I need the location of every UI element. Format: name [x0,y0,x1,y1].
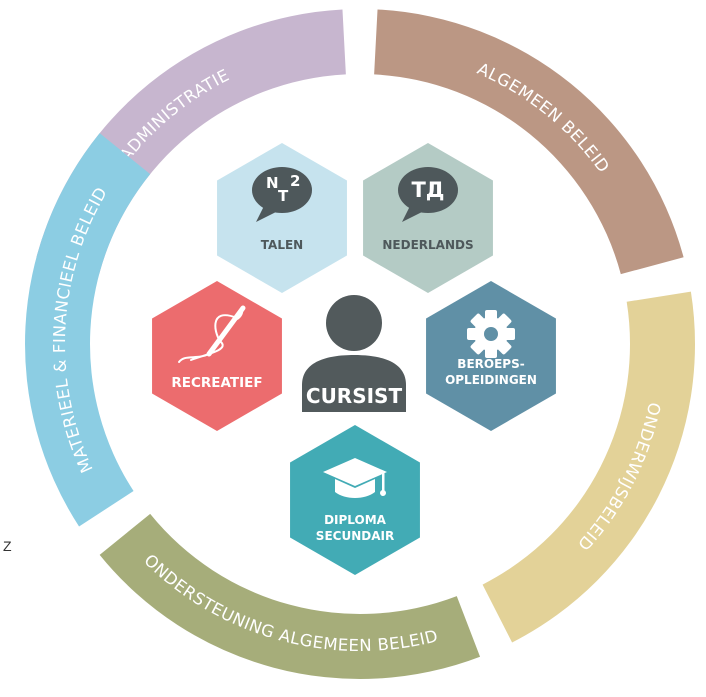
center-label: CURSIST [306,384,403,408]
needle-thread-icon [178,305,246,363]
gear-icon [467,310,515,358]
person-head [326,295,382,351]
hexagon-recreatief-label: RECREATIEF [171,375,262,391]
hexagon-talen-shape [217,143,347,293]
segment-ondersteuning-band [99,513,481,679]
segment-algemeen-beleid-band [374,9,684,275]
hexagon-diploma: DIPLOMA SECUNDAIR [290,425,420,575]
segment-materieel-band [25,133,151,527]
svg-text:T: T [278,187,289,205]
hexagon-recreatief: RECREATIEF [152,281,282,431]
hexagon-diploma-label: SECUNDAIR [316,529,394,543]
svg-text:2: 2 [290,172,300,190]
person-body [302,355,406,412]
svg-text:ТД: ТД [411,178,444,202]
hexagon-beroepsopleidingen-label: OPLEIDINGEN [445,373,537,387]
hexagon-recreatief-shape [152,281,282,431]
segment-materieel: MATERIEEL & FINANCIEEL BELEID [25,133,151,527]
speech-bubble-nt2-icon: NT2 [252,167,312,222]
graduation-cap-icon [323,458,387,498]
segment-ondersteuning: ONDERSTEUNING ALGEMEEN BELEID [99,513,481,679]
hexagon-beroepsopleidingen-label: BEROEPS- [457,357,524,371]
hexagon-diploma-shape [290,425,420,575]
svg-text:N: N [266,174,279,192]
hexagon-nederlands-label: NEDERLANDS [382,238,473,252]
hexagon-nederlands-shape [363,143,493,293]
hexagon-beroepsopleidingen: BEROEPS- OPLEIDINGEN [426,281,556,431]
hexagon-nederlands: ТД NEDERLANDS [363,143,493,293]
hexagon-diploma-label: DIPLOMA [324,513,387,527]
hexagon-talen-label: TALEN [261,238,303,252]
center-person: CURSIST [302,295,406,412]
segment-onderwijsbeleid-band [482,291,696,643]
stray-letter: Z [3,538,12,554]
speech-bubble-td-icon: ТД [398,167,458,222]
